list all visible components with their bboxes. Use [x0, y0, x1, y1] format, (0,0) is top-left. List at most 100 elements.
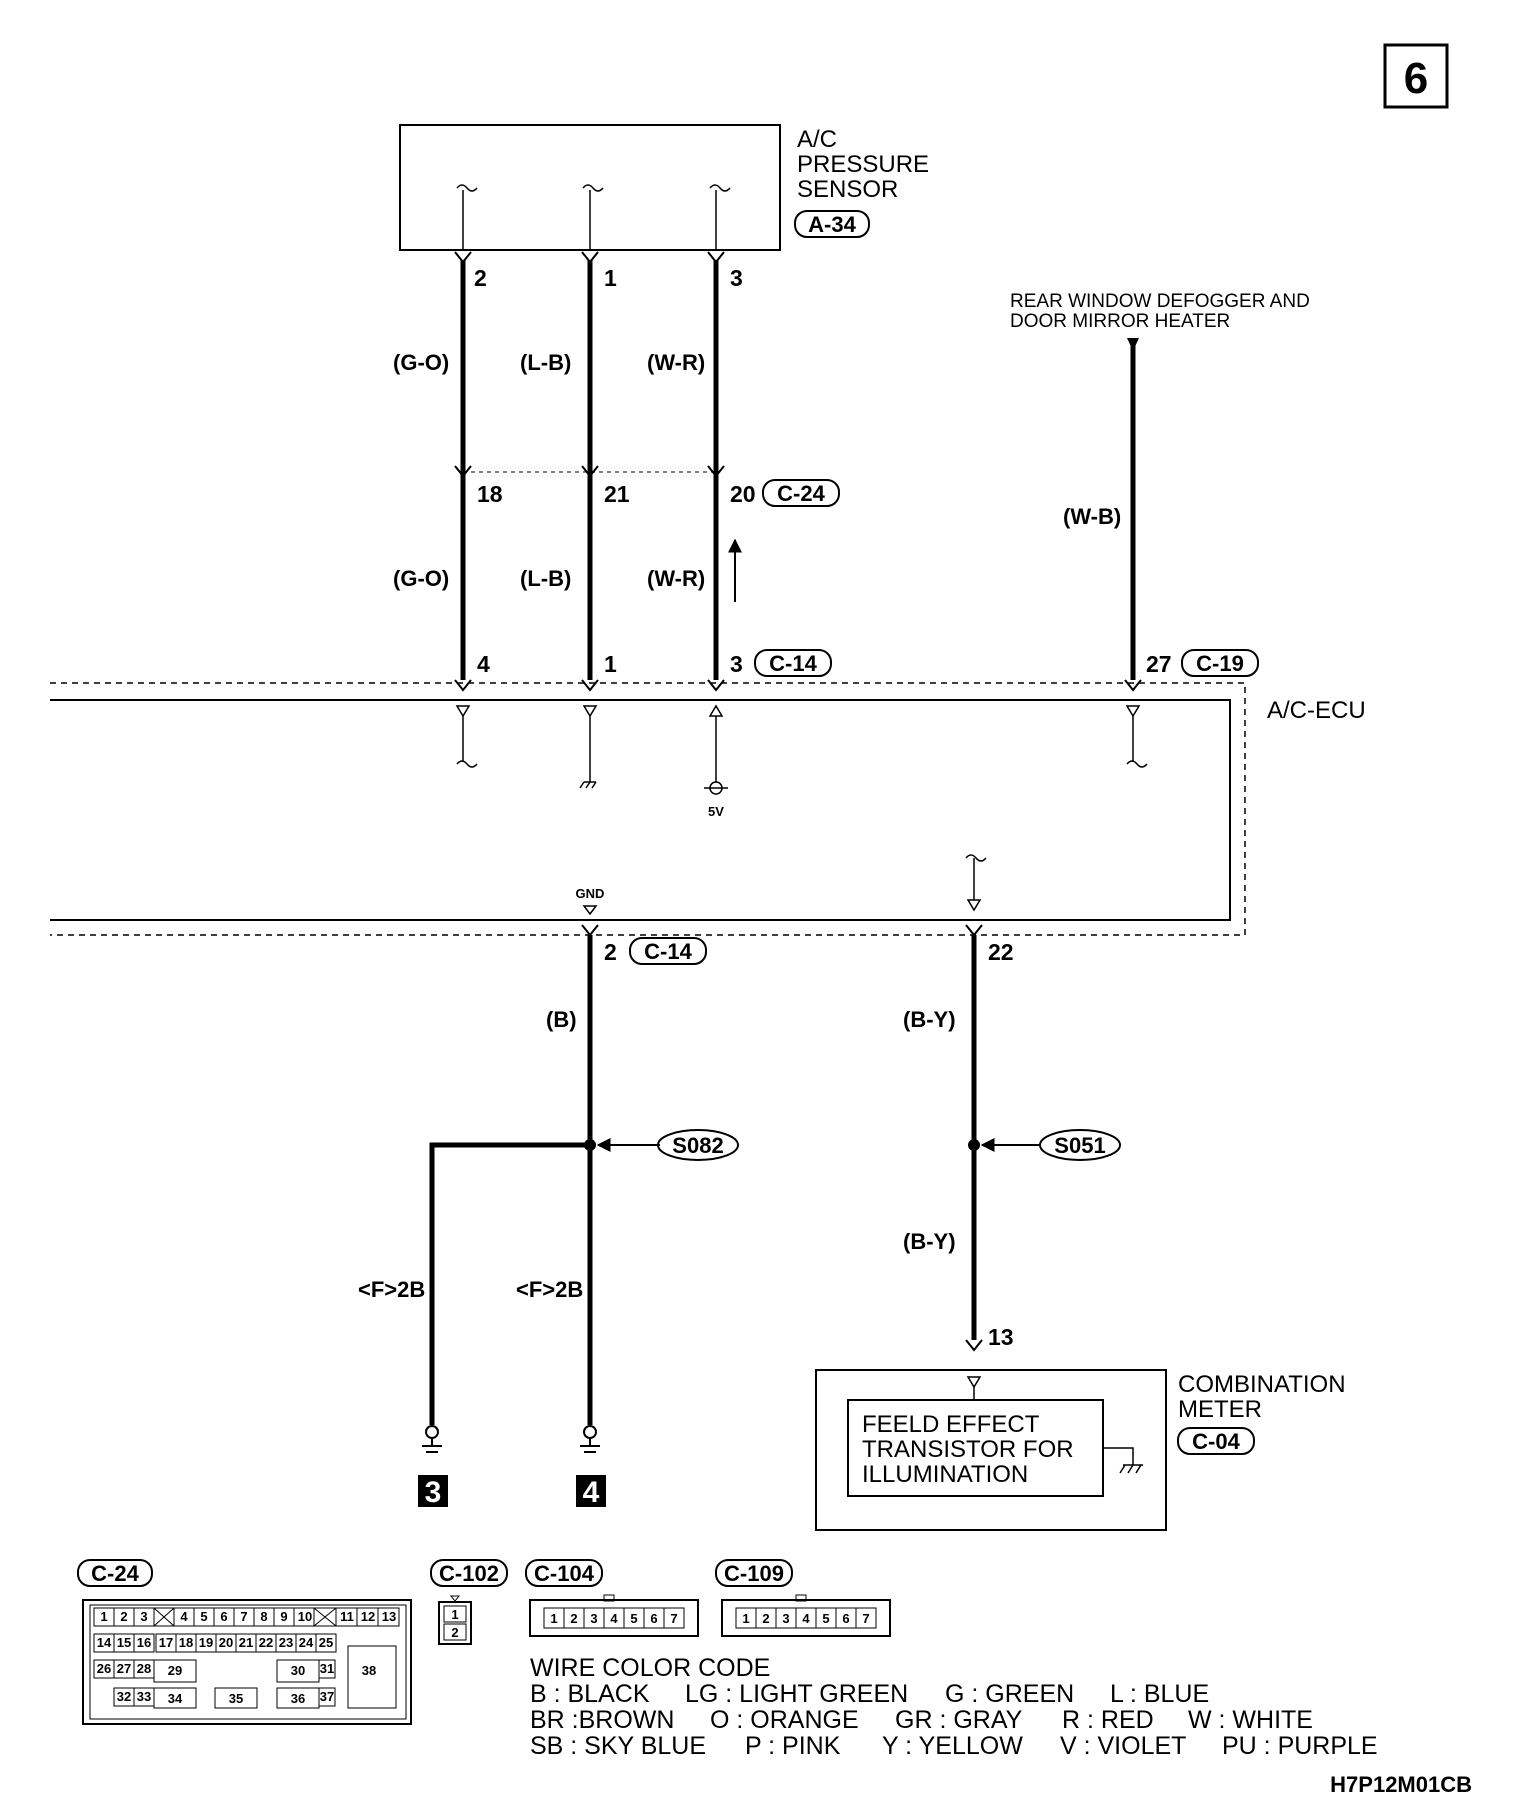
- combination-meter: FEELD EFFECT TRANSISTOR FOR ILLUMINATION…: [815, 1369, 1346, 1531]
- sensor-label-3: SENSOR: [797, 176, 898, 203]
- legend-title: WIRE COLOR CODE: [530, 1654, 770, 1682]
- svg-text:C-102: C-102: [439, 1561, 499, 1586]
- svg-text:25: 25: [319, 1635, 333, 1650]
- ground-label-left: <F>2B: [358, 1277, 425, 1302]
- wire-color-go-1: (G-O): [393, 350, 449, 375]
- splice-s051: S051: [1054, 1133, 1105, 1158]
- sensor-label-1: A/C: [797, 126, 837, 153]
- defogger-arrow: [1127, 338, 1139, 351]
- svg-text:31: 31: [320, 1661, 334, 1676]
- svg-text:19: 19: [199, 1635, 213, 1650]
- wire-color-by-2: (B-Y): [903, 1229, 956, 1254]
- wire-color-go-2: (G-O): [393, 566, 449, 591]
- meter-label-1: COMBINATION: [1178, 1371, 1346, 1398]
- ground-point-3: 3: [425, 1476, 442, 1509]
- ecu-label: A/C-ECU: [1267, 697, 1366, 724]
- five-volt-label: 5V: [708, 804, 724, 819]
- svg-text:37: 37: [320, 1689, 334, 1704]
- svg-text:3: 3: [782, 1611, 789, 1626]
- defogger-circuit: REAR WINDOW DEFOGGER AND DOOR MIRROR HEA…: [1010, 291, 1310, 692]
- svg-text:5: 5: [200, 1609, 207, 1624]
- svg-text:32: 32: [117, 1689, 131, 1704]
- svg-text:29: 29: [168, 1663, 182, 1678]
- svg-text:4: 4: [802, 1611, 810, 1626]
- pin-c14-1: 1: [604, 651, 617, 677]
- svg-text:8: 8: [260, 1609, 267, 1624]
- connector-c109: C-109 1 2 3 4 5 6 7: [715, 1559, 891, 1637]
- svg-text:2: 2: [451, 1625, 458, 1640]
- wire-color-wr-1: (W-R): [647, 350, 705, 375]
- svg-text:4: 4: [610, 1611, 618, 1626]
- wire-color-wr-2: (W-R): [647, 566, 705, 591]
- svg-text:17: 17: [159, 1635, 173, 1650]
- svg-text:7: 7: [240, 1609, 247, 1624]
- defogger-label-1: REAR WINDOW DEFOGGER AND: [1010, 291, 1310, 312]
- svg-text:2: 2: [570, 1611, 577, 1626]
- svg-text:4: 4: [180, 1609, 188, 1624]
- meter-branch: 22 (B-Y) S051 (B-Y) 13: [903, 924, 1121, 1352]
- svg-text:21: 21: [239, 1635, 253, 1650]
- ground-label-right: <F>2B: [516, 1277, 583, 1302]
- svg-text:6: 6: [220, 1609, 227, 1624]
- pin-22: 22: [988, 939, 1014, 965]
- svg-text:12: 12: [361, 1609, 375, 1624]
- wire-color-wb: (W-B): [1063, 504, 1121, 529]
- svg-text:6: 6: [1404, 54, 1428, 103]
- svg-text:6: 6: [650, 1611, 657, 1626]
- svg-text:1: 1: [451, 1607, 458, 1622]
- svg-text:2: 2: [762, 1611, 769, 1626]
- pin-c14-3: 3: [730, 651, 743, 677]
- svg-text:7: 7: [862, 1611, 869, 1626]
- page-number: 6: [1383, 43, 1449, 109]
- svg-text:14: 14: [97, 1635, 112, 1650]
- svg-text:SB : SKY BLUE: SB : SKY BLUE: [530, 1732, 706, 1760]
- meter-inner-3: ILLUMINATION: [862, 1461, 1028, 1488]
- meter-inner-2: TRANSISTOR FOR: [862, 1436, 1074, 1463]
- svg-text:23: 23: [279, 1635, 293, 1650]
- figure-code: H7P12M01CB: [1330, 1772, 1472, 1797]
- svg-text:27: 27: [117, 1661, 131, 1676]
- svg-text:L : BLUE: L : BLUE: [1110, 1680, 1209, 1708]
- svg-text:9: 9: [280, 1609, 287, 1624]
- svg-text:BR :BROWN: BR :BROWN: [530, 1706, 674, 1734]
- svg-text:6: 6: [842, 1611, 849, 1626]
- sensor-label-2: PRESSURE: [797, 151, 929, 178]
- svg-text:10: 10: [298, 1609, 312, 1624]
- svg-text:28: 28: [137, 1661, 151, 1676]
- gnd-label: GND: [576, 886, 605, 901]
- svg-text:26: 26: [97, 1661, 111, 1676]
- svg-text:Y : YELLOW: Y : YELLOW: [882, 1732, 1023, 1760]
- svg-text:33: 33: [137, 1689, 151, 1704]
- wire-color-legend: WIRE COLOR CODE B : BLACK LG : LIGHT GRE…: [530, 1654, 1378, 1760]
- svg-text:1: 1: [100, 1609, 107, 1624]
- svg-text:36: 36: [291, 1691, 305, 1706]
- svg-text:3: 3: [590, 1611, 597, 1626]
- defogger-label-2: DOOR MIRROR HEATER: [1010, 311, 1230, 332]
- svg-text:B : BLACK: B : BLACK: [530, 1680, 650, 1708]
- svg-text:PU : PURPLE: PU : PURPLE: [1222, 1732, 1378, 1760]
- svg-text:38: 38: [362, 1663, 376, 1678]
- wire-color-by-1: (B-Y): [903, 1007, 956, 1032]
- svg-text:GR : GRAY: GR : GRAY: [895, 1706, 1023, 1734]
- splice-s082: S082: [672, 1133, 723, 1158]
- svg-text:35: 35: [229, 1691, 243, 1706]
- meter-inner-1: FEELD EFFECT: [862, 1411, 1040, 1438]
- pin-c14-2: 2: [604, 939, 617, 965]
- svg-text:3: 3: [140, 1609, 147, 1624]
- svg-text:O : ORANGE: O : ORANGE: [710, 1706, 859, 1734]
- pin-c24-20: 20: [730, 481, 756, 507]
- c19-tag: C-19: [1196, 651, 1244, 676]
- pin-sensor-3: 3: [730, 265, 743, 291]
- svg-text:24: 24: [299, 1635, 314, 1650]
- ac-ecu: A/C-ECU 5V GND: [50, 682, 1366, 936]
- connector-c102: C-102 1 2: [430, 1559, 508, 1645]
- c14-tag-bottom: C-14: [644, 939, 692, 964]
- svg-text:16: 16: [137, 1635, 151, 1650]
- svg-text:V : VIOLET: V : VIOLET: [1060, 1732, 1186, 1760]
- svg-text:5: 5: [630, 1611, 637, 1626]
- svg-text:2: 2: [120, 1609, 127, 1624]
- pin-sensor-2: 2: [474, 265, 487, 291]
- svg-text:1: 1: [742, 1611, 749, 1626]
- svg-text:15: 15: [117, 1635, 131, 1650]
